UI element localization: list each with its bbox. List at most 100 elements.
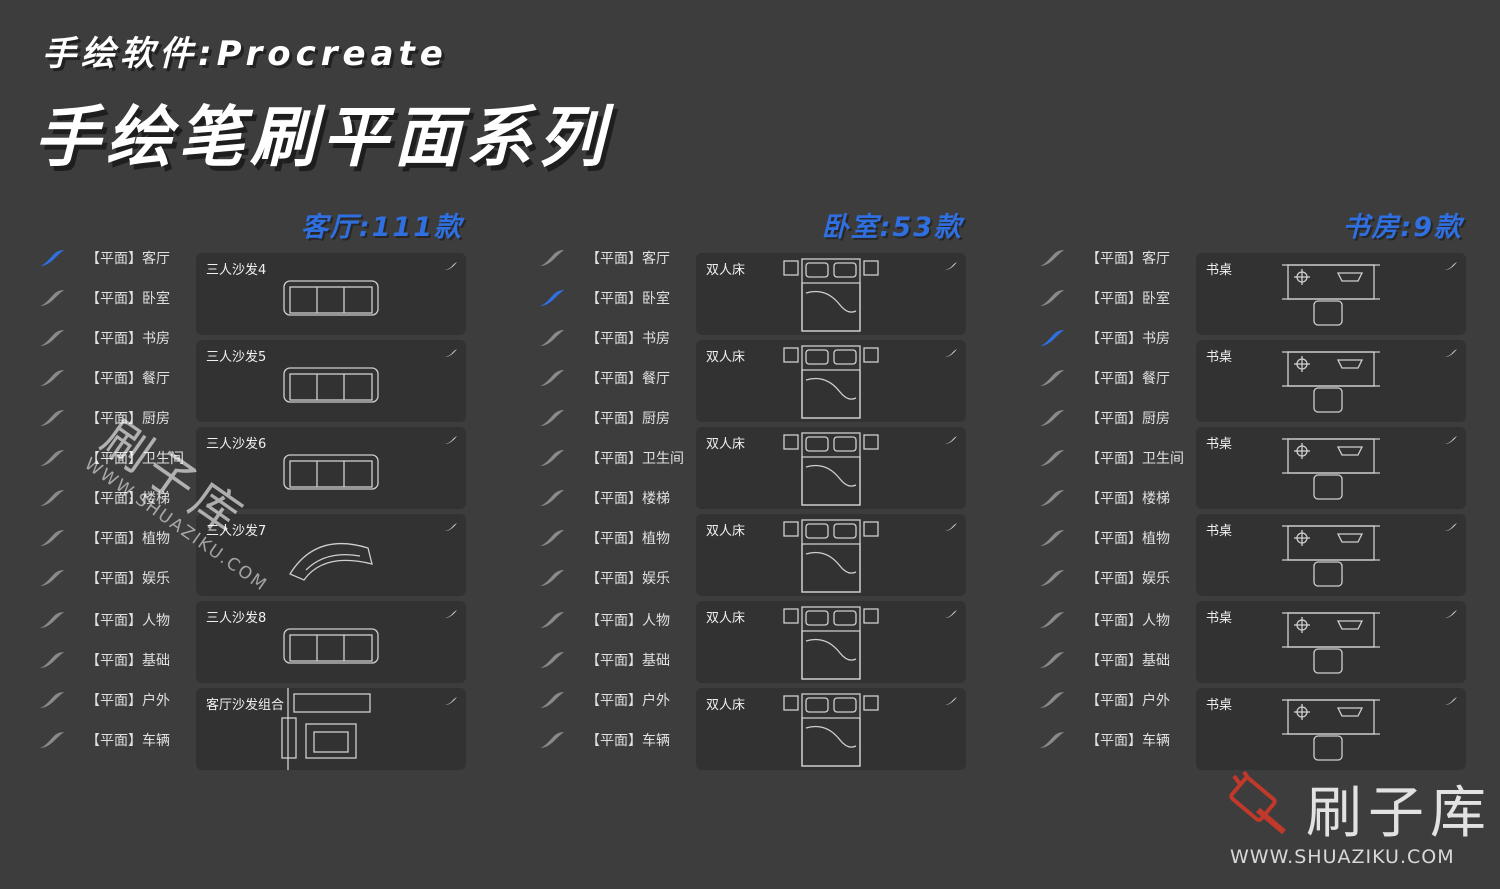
brush-set-item[interactable]: 【平面】基础 [1038,645,1198,675]
brush-set-item[interactable]: 【平面】客厅 [38,243,198,273]
brush-set-item[interactable]: 【平面】卧室 [38,283,198,313]
brush-set-item[interactable]: 【平面】卫生间 [538,443,698,473]
brush-name: 双人床 [706,437,746,452]
brush-panel: 书房:9款【平面】客厅【平面】卧室【平面】书房【平面】餐厅【平面】厨房【平面】卫… [1038,205,1478,785]
brush-set-item[interactable]: 【平面】客厅 [1038,243,1198,273]
brush-card[interactable]: 三人沙发4 [196,253,466,335]
brush-set-item[interactable]: 【平面】厨房 [1038,403,1198,433]
brush-set-item[interactable]: 【平面】人物 [1038,605,1198,635]
brush-name: 三人沙发7 [206,524,267,539]
brush-set-item[interactable]: 【平面】卧室 [1038,283,1198,313]
brush-set-item[interactable]: 【平面】书房 [38,323,198,353]
brush-card[interactable]: 书桌 [1196,514,1466,596]
brush-set-item[interactable]: 【平面】植物 [38,523,198,553]
brush-card[interactable]: 书桌 [1196,688,1466,770]
brush-set-item[interactable]: 【平面】车辆 [38,725,198,755]
brush-stroke-icon [445,436,457,444]
brush-set-item[interactable]: 【平面】餐厅 [538,363,698,393]
brush-set-item[interactable]: 【平面】基础 [538,645,698,675]
brush-set-label: 【平面】基础 [1086,653,1170,669]
brush-card[interactable]: 三人沙发6 [196,427,466,509]
brush-set-item[interactable]: 【平面】餐厅 [38,363,198,393]
brush-card[interactable]: 三人沙发7 [196,514,466,596]
brush-panel: 卧室:53款【平面】客厅【平面】卧室【平面】书房【平面】餐厅【平面】厨房【平面】… [538,205,978,785]
brush-card[interactable]: 双人床 [696,340,966,422]
brush-set-icon [1040,570,1064,586]
bed-plan-icon [783,258,879,332]
brush-card[interactable]: 书桌 [1196,340,1466,422]
brush-set-item[interactable]: 【平面】书房 [1038,323,1198,353]
brush-card[interactable]: 双人床 [696,688,966,770]
brush-set-item[interactable]: 【平面】厨房 [538,403,698,433]
brush-set-label: 【平面】卧室 [86,291,170,307]
brush-set-icon [1040,290,1064,306]
brush-set-item[interactable]: 【平面】车辆 [1038,725,1198,755]
brush-set-item[interactable]: 【平面】娱乐 [538,563,698,593]
brush-set-icon [1040,450,1064,466]
brush-set-icon [40,530,64,546]
brush-set-label: 【平面】车辆 [1086,733,1170,749]
bed-plan-icon [783,519,879,593]
brush-set-item[interactable]: 【平面】楼梯 [538,483,698,513]
brush-set-item[interactable]: 【平面】植物 [1038,523,1198,553]
brush-set-label: 【平面】餐厅 [86,371,170,387]
brush-set-item[interactable]: 【平面】植物 [538,523,698,553]
brush-set-icon [540,450,564,466]
sofa-plan-icon [283,367,379,403]
brush-set-item[interactable]: 【平面】车辆 [538,725,698,755]
brush-card[interactable]: 双人床 [696,253,966,335]
brush-set-item[interactable]: 【平面】户外 [38,685,198,715]
brush-card[interactable]: 双人床 [696,601,966,683]
brush-set-item[interactable]: 【平面】卫生间 [1038,443,1198,473]
sofa-set-plan-icon [281,688,371,770]
brush-set-item[interactable]: 【平面】人物 [38,605,198,635]
brush-set-label: 【平面】厨房 [1086,411,1170,427]
brush-set-label: 【平面】人物 [1086,613,1170,629]
brush-name: 双人床 [706,263,746,278]
bed-plan-icon [783,432,879,506]
brush-card[interactable]: 书桌 [1196,253,1466,335]
brush-card[interactable]: 客厅沙发组合 [196,688,466,770]
brush-set-item[interactable]: 【平面】娱乐 [1038,563,1198,593]
brush-set-item[interactable]: 【平面】户外 [1038,685,1198,715]
brush-set-label: 【平面】基础 [586,653,670,669]
bed-plan-icon [783,345,879,419]
brush-set-label: 【平面】客厅 [86,251,170,267]
brush-stroke-icon [1445,349,1457,357]
brush-stroke-icon [945,610,957,618]
brush-card[interactable]: 双人床 [696,514,966,596]
brush-name: 书桌 [1206,263,1233,278]
brush-set-label: 【平面】娱乐 [1086,571,1170,587]
brush-set-item[interactable]: 【平面】基础 [38,645,198,675]
brush-set-label: 【平面】植物 [1086,531,1170,547]
brush-card[interactable]: 书桌 [1196,427,1466,509]
brush-set-item[interactable]: 【平面】书房 [538,323,698,353]
brush-set-label: 【平面】餐厅 [586,371,670,387]
brush-card[interactable]: 三人沙发5 [196,340,466,422]
brush-set-item[interactable]: 【平面】楼梯 [38,483,198,513]
brush-set-item[interactable]: 【平面】卫生间 [38,443,198,473]
brush-set-item[interactable]: 【平面】卧室 [538,283,698,313]
brush-set-label: 【平面】厨房 [586,411,670,427]
brush-set-item[interactable]: 【平面】娱乐 [38,563,198,593]
brush-set-label: 【平面】植物 [586,531,670,547]
brush-card[interactable]: 书桌 [1196,601,1466,683]
brush-set-item[interactable]: 【平面】客厅 [538,243,698,273]
brush-set-label: 【平面】植物 [86,531,170,547]
brush-panel: 客厅:111款【平面】客厅【平面】卧室【平面】书房【平面】餐厅【平面】厨房【平面… [38,205,478,785]
brush-set-label: 【平面】楼梯 [86,491,170,507]
brush-set-item[interactable]: 【平面】厨房 [38,403,198,433]
brush-set-icon [40,732,64,748]
brush-name: 客厅沙发组合 [206,698,285,713]
brush-set-item[interactable]: 【平面】户外 [538,685,698,715]
brush-set-item[interactable]: 【平面】人物 [538,605,698,635]
brush-set-icon [1040,250,1064,266]
brush-set-item[interactable]: 【平面】餐厅 [1038,363,1198,393]
brush-set-label: 【平面】娱乐 [586,571,670,587]
brush-stroke-icon [445,523,457,531]
brush-card[interactable]: 三人沙发8 [196,601,466,683]
brush-set-label: 【平面】厨房 [86,411,170,427]
panel-heading: 卧室:53款 [821,212,963,243]
brush-card[interactable]: 双人床 [696,427,966,509]
brush-set-item[interactable]: 【平面】楼梯 [1038,483,1198,513]
